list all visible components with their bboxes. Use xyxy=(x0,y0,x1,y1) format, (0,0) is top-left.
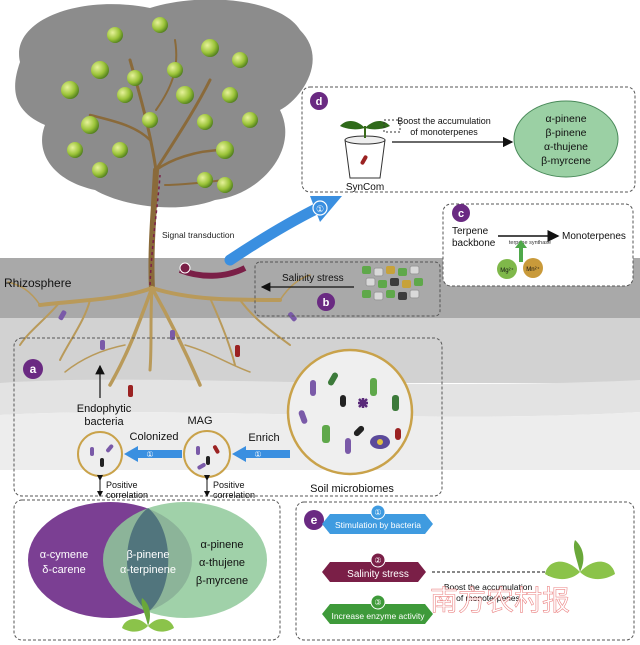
mg-ion xyxy=(497,259,517,279)
syncom-pot-icon xyxy=(340,119,401,179)
step-enzyme xyxy=(322,604,433,624)
panel-b-badge xyxy=(317,293,335,311)
venn-right-item-2: α-thujene xyxy=(199,557,245,569)
venn-right-item-1: α-pinene xyxy=(200,539,243,551)
venn-middle-item-2: α-terpinene xyxy=(120,564,176,576)
syncom-arrow xyxy=(224,202,324,266)
svg-text:c: c xyxy=(458,208,464,220)
step-enzyme-label: Increase enzyme activity xyxy=(331,611,425,621)
panel-e-seedling-icon xyxy=(545,540,615,580)
panel-c-badge xyxy=(452,204,470,222)
syncom-label: SynCom xyxy=(346,182,384,193)
venn-box xyxy=(13,499,281,641)
panel-d-compound-1: α-pinene xyxy=(545,113,586,125)
rhizosphere-label: Rhizosphere xyxy=(4,276,72,290)
endophytic-line1: Endophytic xyxy=(77,403,132,415)
boost-line1: Boost the accumulation xyxy=(397,116,491,126)
svg-text:①: ① xyxy=(254,450,261,459)
watermark: 南方农村报 xyxy=(430,585,570,616)
terpene-line2: backbone xyxy=(452,238,496,249)
panel-d-compound-4: β-myrcene xyxy=(541,155,591,167)
signal-path xyxy=(149,174,161,286)
mn-ion xyxy=(523,258,543,278)
step-stimulation-label: Stimulation by bacteria xyxy=(335,520,421,530)
panel-d-compound-3: α-thujene xyxy=(544,141,588,153)
venn-middle-item-1: β-pinene xyxy=(126,549,169,561)
terpene-line1: Terpene xyxy=(452,226,489,237)
svg-text:①: ① xyxy=(374,508,381,517)
signal-transduction-label: Signal transduction xyxy=(162,230,235,240)
step-salinity xyxy=(322,562,426,582)
tree-canopy xyxy=(15,0,313,208)
svg-text:Mn²⁺: Mn²⁺ xyxy=(526,266,540,273)
root-system xyxy=(7,274,311,387)
endophyte-circle xyxy=(77,431,123,477)
soil-microbiome-circle xyxy=(286,348,414,476)
panel-c xyxy=(442,203,634,287)
svg-text:d: d xyxy=(316,96,323,108)
panel-d-compound-2: β-pinene xyxy=(545,127,586,139)
step-salinity-label: Salinity stress xyxy=(347,569,409,580)
panel-d-badge xyxy=(310,92,328,110)
arrow-step-one: ① xyxy=(316,204,324,214)
panel-b xyxy=(254,261,441,317)
boost-line2: of monoterpenes xyxy=(410,127,478,137)
endophytic-line2: bacteria xyxy=(84,416,124,428)
positive-left-line1: Positive xyxy=(106,480,138,490)
panel-a xyxy=(13,337,443,497)
up-arrow-icon xyxy=(515,240,527,262)
panel-e-badge xyxy=(304,510,324,530)
panel-a-badge xyxy=(23,359,43,379)
positive-right-line2: correlation xyxy=(213,490,255,500)
svg-text:③: ③ xyxy=(374,598,381,607)
svg-text:②: ② xyxy=(374,556,381,565)
panel-e-boost-line2: of monoterpenes xyxy=(456,593,520,603)
soil-bacteria xyxy=(298,372,401,454)
root-bacteria xyxy=(58,310,297,397)
svg-text:a: a xyxy=(30,362,37,376)
svg-text:①: ① xyxy=(146,450,153,459)
positive-right-line1: Positive xyxy=(213,480,245,490)
soil-microbiomes-label: Soil microbiomes xyxy=(310,483,394,495)
seedling-icon xyxy=(122,598,174,632)
venn-right-item-3: β-myrcene xyxy=(196,575,248,587)
venn-left-item-2: δ-carene xyxy=(42,564,85,576)
venn-left-item-1: α-cymene xyxy=(40,549,89,561)
panel-e-boost-line1: Boost the accumulation xyxy=(444,582,533,592)
salinity-stress-label: Salinity stress xyxy=(282,273,344,284)
mag-circle xyxy=(183,430,231,478)
enrich-label: Enrich xyxy=(248,432,279,444)
circle-bacteria xyxy=(90,444,220,470)
fruit-cluster xyxy=(61,17,258,193)
colonized-label: Colonized xyxy=(130,431,179,443)
svg-text:b: b xyxy=(323,297,330,309)
terpene-synthase-label: terpene synthase xyxy=(509,240,551,246)
svg-text:Mg²⁺: Mg²⁺ xyxy=(500,267,514,274)
step-stimulation xyxy=(322,514,433,534)
svg-text:e: e xyxy=(311,513,318,527)
mag-label: MAG xyxy=(187,415,212,427)
venn-overlap xyxy=(127,508,169,612)
positive-left-line2: correlation xyxy=(106,490,148,500)
monoterpenes-label: Monoterpenes xyxy=(562,231,626,242)
salt-particles xyxy=(362,265,423,301)
monoterpene-oval xyxy=(513,100,619,178)
